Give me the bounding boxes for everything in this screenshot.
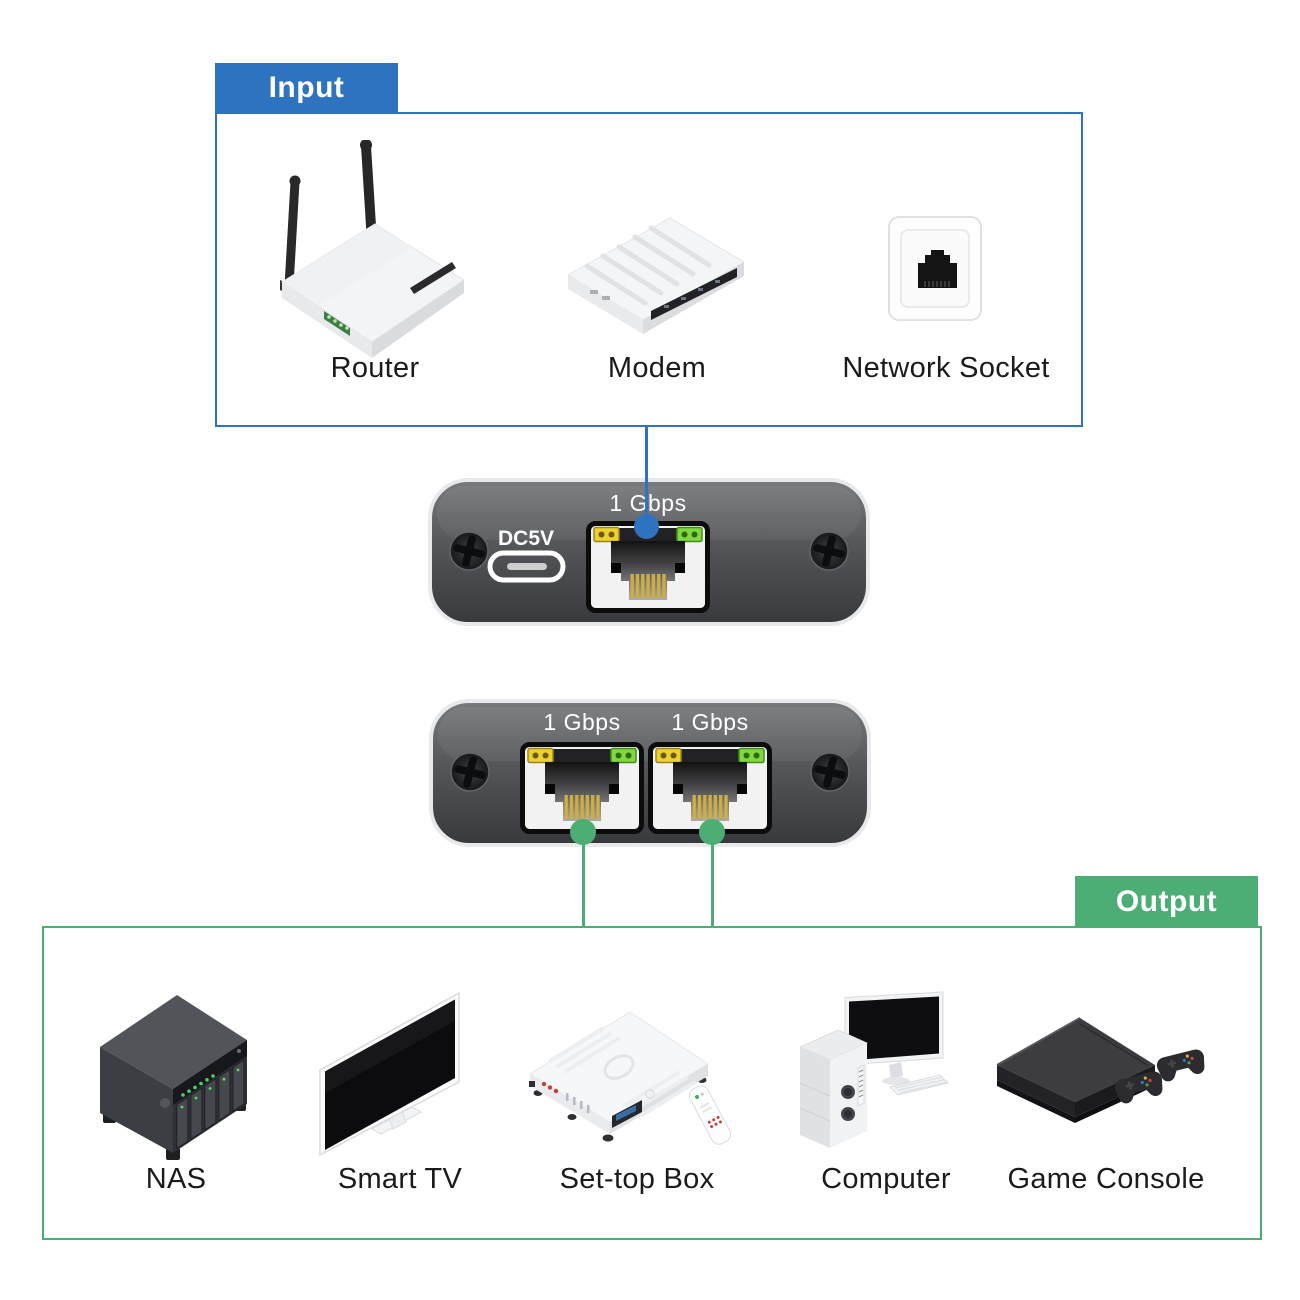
blue-connector-line [645,425,648,527]
output-port-speed-label-1: 1 Gbps [543,709,620,735]
smart-tv-icon [319,991,460,1157]
game-console-icon [996,1017,1205,1123]
item-label-set-top-box: Set-top Box [559,1163,715,1195]
item-label-modem: Modem [607,352,707,384]
item-label-router: Router [330,352,420,384]
nas-icon [100,995,247,1160]
item-label-game-console: Game Console [1007,1163,1205,1195]
gamepad-icon [1114,1071,1163,1104]
screw-icon [809,751,851,793]
screw-icon [449,751,491,793]
green-connector-line-1 [582,832,585,926]
network-socket-icon [888,216,982,321]
item-label-computer: Computer [821,1163,951,1195]
input-port-speed-label: 1 Gbps [609,490,686,516]
computer-icon [799,991,949,1148]
blue-connector-dot [634,514,659,539]
usb-c-port [487,550,566,583]
screw-icon [808,530,850,572]
output-tab: Output [1075,876,1258,927]
power-port-label: DC5V [498,527,554,550]
screw-icon [448,530,490,572]
input-tab-label: Input [268,71,345,104]
item-label-nas: NAS [145,1163,207,1195]
set-top-box-icon [529,1011,732,1145]
input-tab: Input [215,63,398,113]
output-tab-label: Output [1115,884,1218,918]
item-label-smart-tv: Smart TV [337,1163,463,1195]
splitter-output-panel: 1 Gbps 1 Gbps [429,699,871,847]
modem-icon [567,217,745,334]
router-icon [280,140,465,358]
splitter-input-panel: DC5V 1 Gbps [428,478,870,626]
gamepad-icon [1156,1049,1205,1082]
remote-control-icon [688,1085,732,1145]
output-group-box [42,926,1262,1240]
input-group-box [215,112,1083,427]
output-port-speed-label-2: 1 Gbps [671,709,748,735]
green-connector-line-2 [711,832,714,926]
item-label-network-socket: Network Socket [842,352,1050,384]
